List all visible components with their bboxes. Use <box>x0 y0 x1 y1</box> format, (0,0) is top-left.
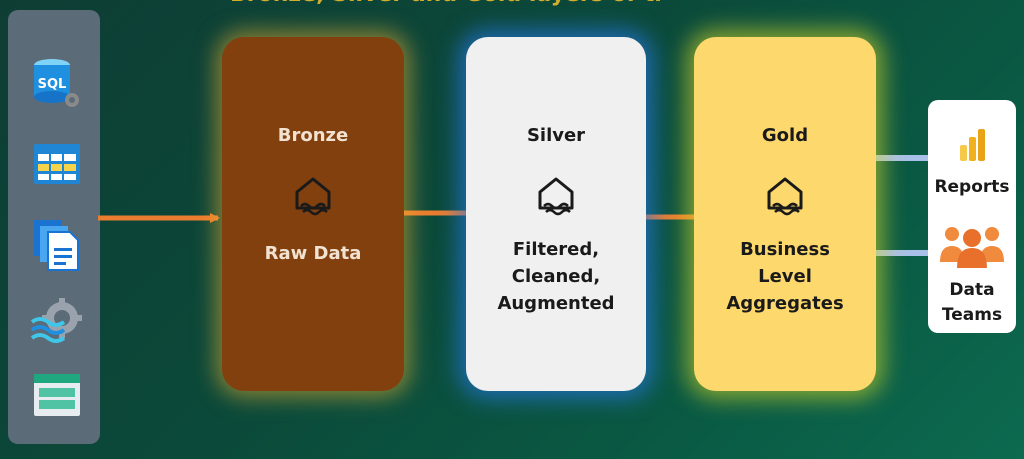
bronze-description: Raw Data <box>264 243 362 264</box>
lakehouse-icon <box>538 177 574 216</box>
silver-title: Silver <box>526 125 586 146</box>
bronze-title: Bronze <box>277 125 349 146</box>
data-sources-panel: SQL <box>8 10 100 444</box>
lakehouse-icon <box>295 177 331 216</box>
lakehouse-icon <box>767 177 803 216</box>
gold-description: Business Level Aggregates <box>726 239 844 314</box>
gold-title: Gold <box>761 125 809 146</box>
document-files-icon <box>28 216 86 274</box>
people-icon <box>940 227 1004 268</box>
reports-label: Reports <box>934 177 1010 197</box>
power-bi-icon <box>960 129 985 161</box>
gold-layer-panel: Gold Business Level Aggregates <box>694 37 876 391</box>
data-teams-label: Data Teams <box>941 280 1003 325</box>
silver-description: Filtered, Cleaned, Augmented <box>497 239 615 314</box>
title-banner: Bronze, Silver and Gold layers of the Me… <box>230 0 660 8</box>
sql-label: SQL <box>38 77 67 92</box>
silver-layer-panel: Silver Filtered, Cleaned, Augmented <box>466 37 646 391</box>
consumers-panel: Reports Data Teams <box>928 100 1016 333</box>
sql-server-icon: SQL <box>28 55 86 113</box>
storage-icon <box>28 368 86 426</box>
table-icon <box>28 136 86 194</box>
stream-settings-icon <box>28 292 86 350</box>
bronze-layer-panel: Bronze Raw Data <box>222 37 404 391</box>
